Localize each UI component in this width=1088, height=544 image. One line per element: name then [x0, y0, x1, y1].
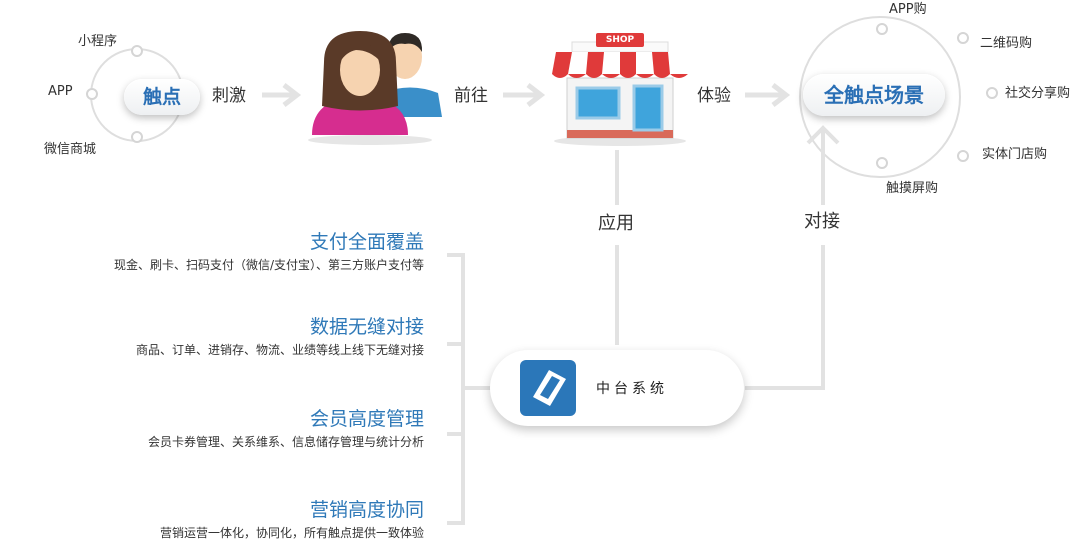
touchpoint-wechat-mall: 微信商城 [44, 142, 97, 157]
touchpoint-miniprogram: 小程序 [78, 34, 118, 49]
flow-stimulate: 刺激 [212, 86, 246, 106]
flow-apply: 应用 [598, 213, 634, 234]
platform-name: 中台系统 [596, 381, 668, 397]
connector-scene-arrowhead [806, 125, 840, 145]
touchpoint-button[interactable]: 触点 [124, 79, 200, 115]
shop-sign-board [596, 33, 644, 47]
scene-app-buy: APP购 [889, 2, 927, 17]
touchpoint-dot-2 [86, 88, 98, 100]
feature-desc-payment: 现金、刷卡、扫码支付（微信/支付宝）、第三方账户支付等 [113, 258, 424, 272]
connector-scene-bottom [745, 245, 825, 390]
scene-dot-2 [957, 32, 969, 44]
flow-arrows [262, 83, 791, 107]
customers-illustration [308, 31, 442, 145]
scene-touchscreen-buy: 触摸屏购 [886, 181, 939, 196]
feature-title-data: 数据无缝对接 [309, 316, 424, 338]
scene-store-buy: 实体门店购 [982, 147, 1048, 162]
flow-connect: 对接 [804, 211, 840, 232]
arrow-head-2 [526, 83, 546, 107]
shop-illustration [552, 33, 688, 146]
feature-desc-data: 商品、订单、进销存、物流、业绩等线上线下无缝对接 [135, 343, 424, 357]
scene-dot-5 [876, 157, 888, 169]
feature-desc-marketing: 营销运营一体化，协同化，所有触点提供一致体验 [159, 526, 424, 540]
touchpoint-app: APP [48, 84, 73, 99]
connector-lines [447, 125, 840, 525]
shop-awning [552, 52, 688, 78]
arrow-head-3 [771, 83, 791, 107]
scene-social-buy: 社交分享购 [1005, 86, 1071, 101]
scene-dot-4 [957, 150, 969, 162]
feature-title-payment: 支付全面覆盖 [309, 231, 424, 253]
scene-ring [799, 16, 961, 178]
scene-button[interactable]: 全触点场景 [803, 74, 945, 116]
scene-dot-3 [986, 87, 998, 99]
touchpoint-dot-3 [131, 131, 143, 143]
feature-title-member: 会员高度管理 [309, 408, 424, 430]
touchpoint-dot-1 [131, 45, 143, 57]
shop-sign-text: SHOP [605, 35, 635, 45]
feature-desc-member: 会员卡券管理、关系维系、信息储存管理与统计分析 [147, 435, 424, 449]
arrow-head-1 [282, 83, 302, 107]
platform-logo-inner [540, 376, 560, 399]
scene-dot-1 [876, 23, 888, 35]
feature-title-marketing: 营销高度协同 [309, 499, 424, 521]
flow-goto: 前往 [454, 86, 488, 106]
scene-qrcode-buy: 二维码购 [980, 36, 1033, 51]
flow-experience: 体验 [697, 86, 731, 106]
